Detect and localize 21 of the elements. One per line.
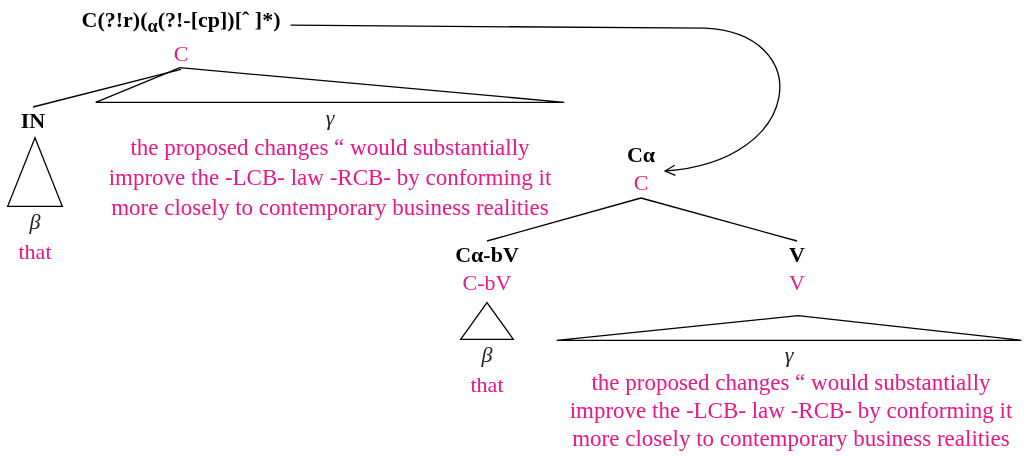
category-label: C(?!r)($_{α}$(?!-[cp])[ˆ ]*) <box>81 6 281 39</box>
category-label: Cα-bV <box>455 241 519 269</box>
movement-arrow <box>289 24 780 176</box>
variable-label: γ <box>324 104 336 132</box>
variable-label: γ <box>783 341 795 369</box>
tree-branch <box>32 68 182 108</box>
tag-label: C-bV <box>461 269 513 297</box>
tag-label: C <box>172 40 190 69</box>
variable-label: β <box>480 341 494 369</box>
tree-branch <box>486 197 642 242</box>
word-text: the proposed changes “ would substantially improve the -LCB- law -RCB- by conforming it more closely to contemporary business realities <box>107 134 553 222</box>
word-text: that <box>17 238 53 266</box>
tree-branch <box>640 197 798 242</box>
tag-label: C <box>632 169 650 197</box>
word-text: the proposed changes “ would substantially improve the -LCB- law -RCB- by conforming it more closely to contemporary business realities <box>568 369 1014 453</box>
category-label: IN <box>20 107 46 135</box>
word-text: that <box>469 371 505 399</box>
variable-label: β <box>28 208 42 236</box>
category-label: Cα <box>626 141 656 169</box>
tag-label: V <box>788 269 806 297</box>
category-label: V <box>789 241 805 269</box>
